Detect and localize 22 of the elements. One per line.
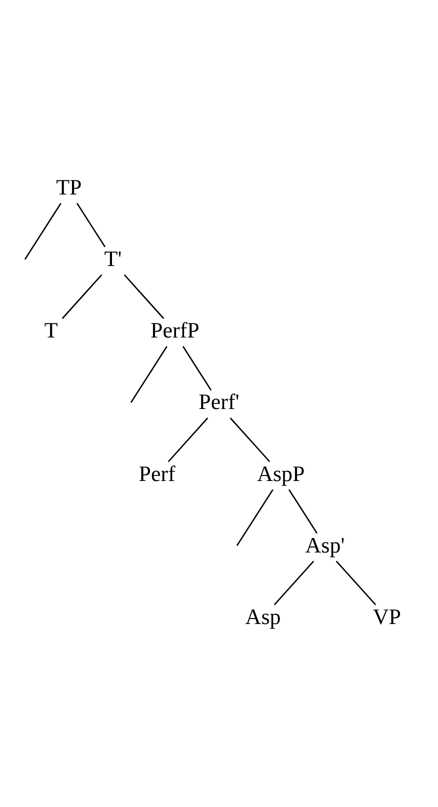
node-text: TP [56, 174, 82, 199]
connector [274, 560, 314, 605]
connector [236, 488, 274, 546]
node-text: AspP [257, 460, 305, 486]
connector [76, 202, 106, 247]
connector [168, 417, 208, 462]
node-text: Asp' [305, 532, 345, 557]
node-text: PerfP [150, 317, 200, 342]
node-text: T [44, 317, 58, 342]
connector [288, 488, 318, 534]
node-text: VP [372, 603, 402, 628]
connector [182, 346, 212, 390]
node-text: T' [104, 246, 122, 271]
node-text: Asp [245, 603, 281, 628]
connector [24, 202, 62, 260]
node-text: Perf' [198, 388, 240, 414]
connector [130, 346, 168, 402]
node-text: Perf [138, 460, 176, 486]
connector [230, 417, 270, 462]
connector [62, 274, 102, 318]
connector [336, 560, 376, 605]
connector [124, 274, 164, 318]
